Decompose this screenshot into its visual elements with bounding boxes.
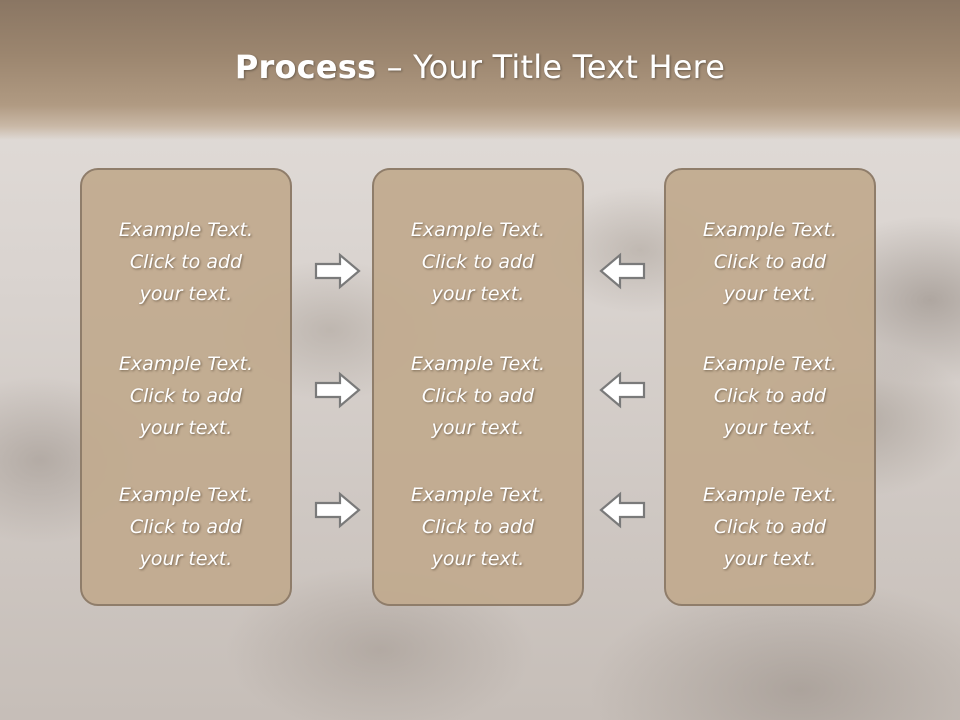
text-line: Click to add bbox=[129, 385, 243, 407]
text-line: your text. bbox=[723, 417, 817, 439]
text-line: Example Text. bbox=[118, 484, 254, 506]
text-line: Click to add bbox=[713, 385, 827, 407]
right-arrow-icon bbox=[314, 371, 361, 409]
text-line: Click to add bbox=[129, 516, 243, 538]
text-line: your text. bbox=[723, 548, 817, 570]
text-block[interactable]: Example Text. Click to add your text. bbox=[666, 214, 874, 310]
text-block[interactable]: Example Text. Click to add your text. bbox=[82, 479, 290, 575]
text-line: Example Text. bbox=[702, 219, 838, 241]
slide-title[interactable]: Process – Your Title Text Here bbox=[0, 48, 960, 86]
text-line: your text. bbox=[139, 283, 233, 305]
left-arrow-icon bbox=[599, 252, 646, 290]
text-line: Example Text. bbox=[410, 219, 546, 241]
right-arrow-icon bbox=[314, 491, 361, 529]
text-line: Example Text. bbox=[118, 353, 254, 375]
text-line: Click to add bbox=[129, 251, 243, 273]
title-banner bbox=[0, 0, 960, 140]
text-block[interactable]: Example Text. Click to add your text. bbox=[82, 348, 290, 444]
text-block[interactable]: Example Text. Click to add your text. bbox=[666, 348, 874, 444]
text-block[interactable]: Example Text. Click to add your text. bbox=[666, 479, 874, 575]
text-line: Example Text. bbox=[702, 484, 838, 506]
text-block[interactable]: Example Text. Click to add your text. bbox=[82, 214, 290, 310]
text-line: Click to add bbox=[421, 516, 535, 538]
text-line: your text. bbox=[139, 417, 233, 439]
text-line: Click to add bbox=[713, 516, 827, 538]
text-block[interactable]: Example Text. Click to add your text. bbox=[374, 214, 582, 310]
left-arrow-icon bbox=[599, 371, 646, 409]
center-panel[interactable]: Example Text. Click to add your text. Ex… bbox=[372, 168, 584, 606]
text-block[interactable]: Example Text. Click to add your text. bbox=[374, 348, 582, 444]
left-panel[interactable]: Example Text. Click to add your text. Ex… bbox=[80, 168, 292, 606]
text-line: Example Text. bbox=[410, 353, 546, 375]
text-line: your text. bbox=[431, 283, 525, 305]
text-line: Example Text. bbox=[410, 484, 546, 506]
text-line: your text. bbox=[431, 417, 525, 439]
right-arrow-icon bbox=[314, 252, 361, 290]
text-line: Click to add bbox=[421, 385, 535, 407]
text-block[interactable]: Example Text. Click to add your text. bbox=[374, 479, 582, 575]
text-line: your text. bbox=[723, 283, 817, 305]
text-line: Example Text. bbox=[702, 353, 838, 375]
text-line: Example Text. bbox=[118, 219, 254, 241]
right-panel[interactable]: Example Text. Click to add your text. Ex… bbox=[664, 168, 876, 606]
text-line: Click to add bbox=[421, 251, 535, 273]
title-rest-part: – Your Title Text Here bbox=[376, 48, 726, 86]
left-arrow-icon bbox=[599, 491, 646, 529]
text-line: your text. bbox=[139, 548, 233, 570]
text-line: Click to add bbox=[713, 251, 827, 273]
text-line: your text. bbox=[431, 548, 525, 570]
title-bold-part: Process bbox=[234, 48, 377, 86]
